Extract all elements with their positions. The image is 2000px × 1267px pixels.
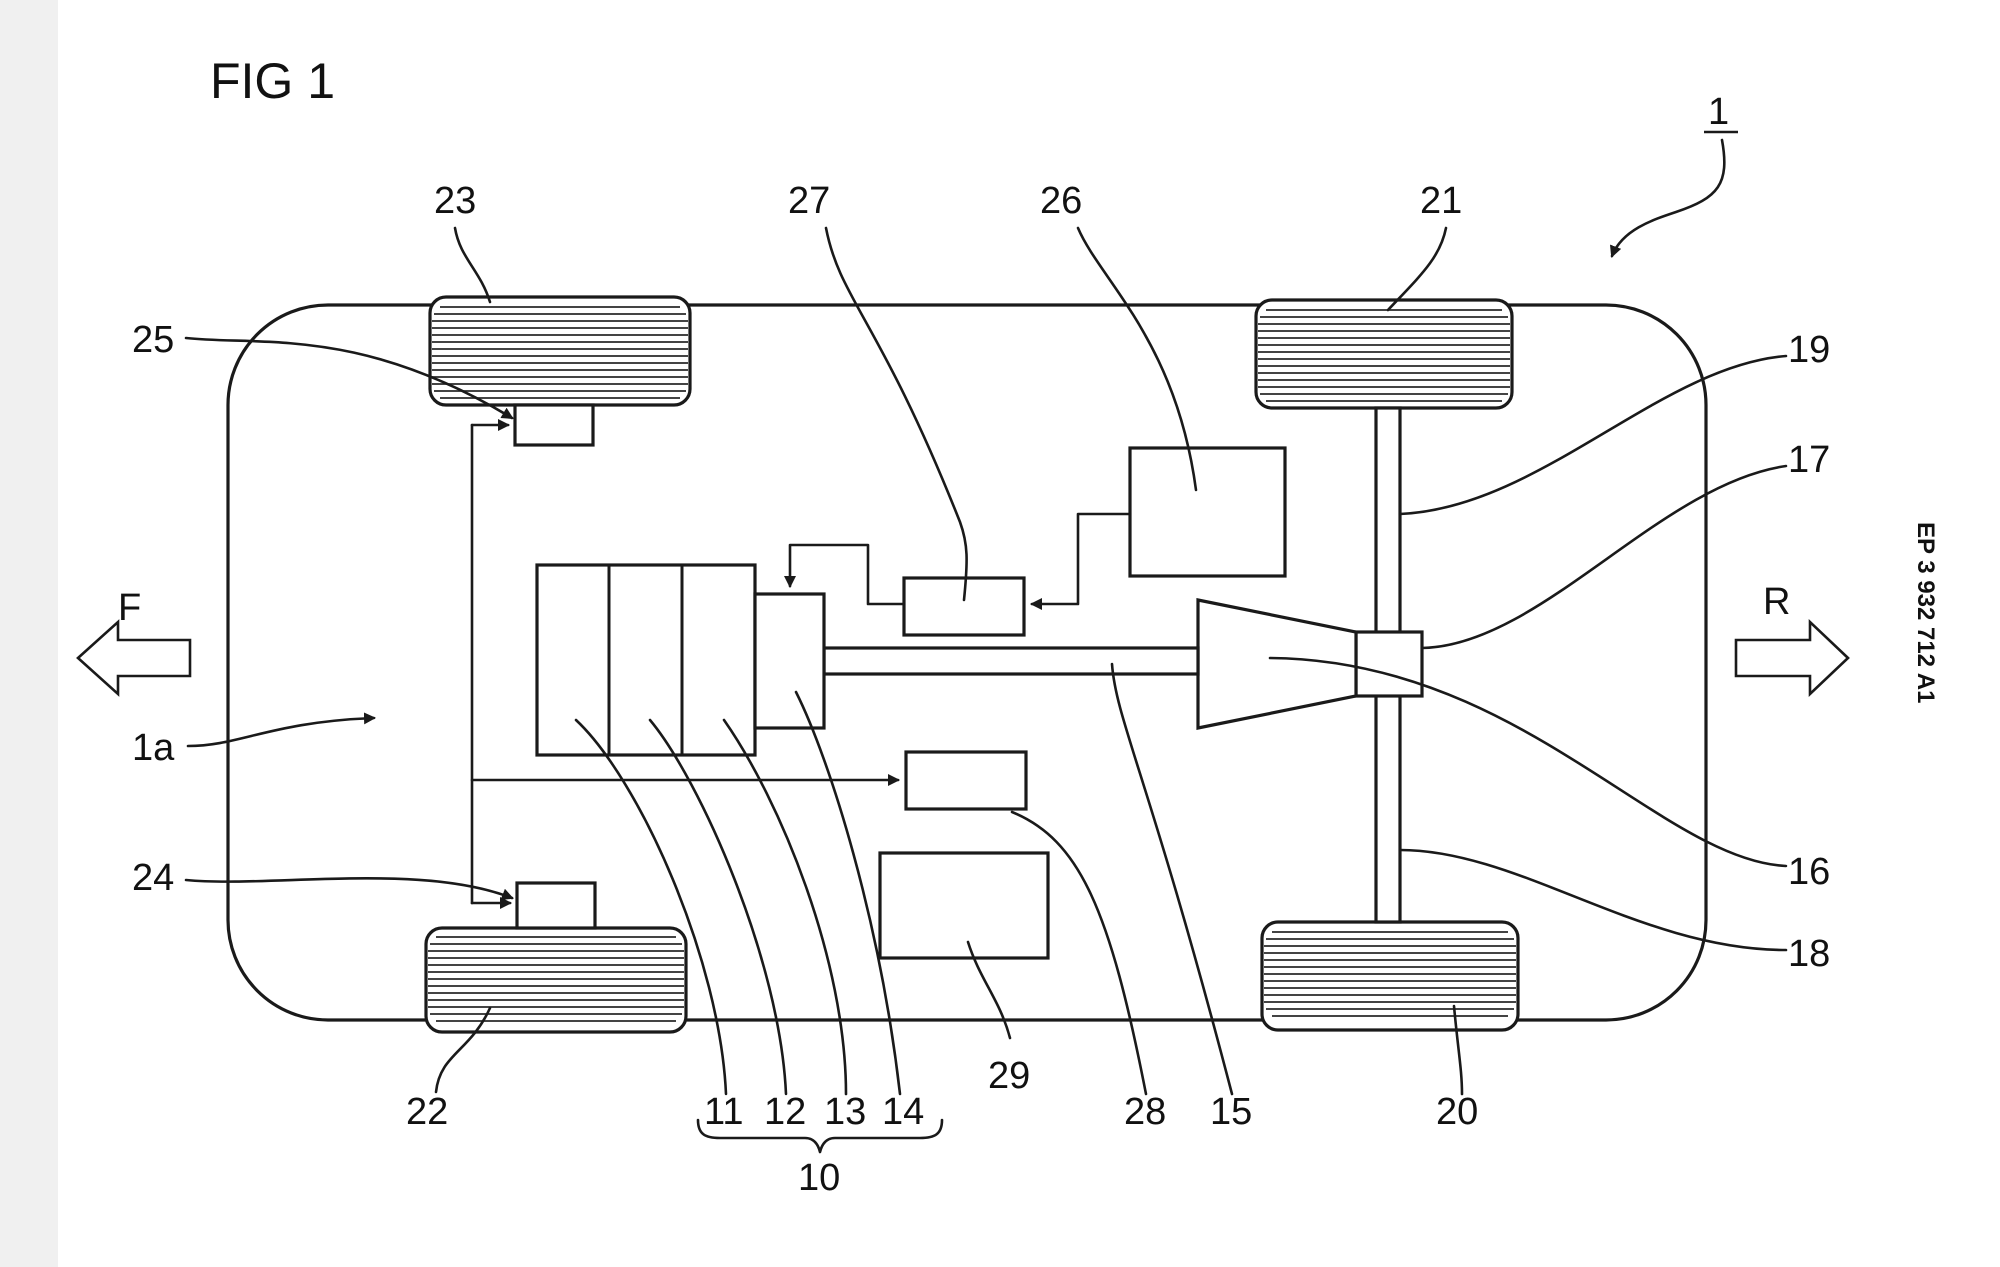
component-26 (1128, 446, 1287, 578)
leader-lines (184, 226, 1788, 1096)
signal-lines (470, 419, 1132, 909)
ref-label-18: 18 (1788, 933, 1830, 975)
differential-17 (1354, 630, 1424, 698)
group-10-brace (696, 1118, 944, 1154)
ref-label-14: 14 (882, 1091, 924, 1133)
direction-front-label: F (118, 587, 141, 629)
wheel-22 (424, 926, 688, 1034)
ref-label-22: 22 (406, 1091, 448, 1133)
wheel-21 (1254, 298, 1514, 410)
leader-1 (1609, 138, 1726, 258)
front-direction-arrow (76, 619, 192, 697)
component-28 (904, 750, 1028, 811)
leader-1a (186, 712, 376, 748)
ref-label-24: 24 (132, 857, 174, 899)
ref-label-26: 26 (1040, 180, 1082, 222)
ref-label-10: 10 (798, 1157, 840, 1199)
sensor-24 (515, 881, 597, 930)
left-margin-strip (0, 0, 58, 1267)
figure-title: FIG 1 (210, 53, 335, 109)
rear-direction-arrow (1734, 618, 1850, 698)
ref-label-17: 17 (1788, 439, 1830, 481)
publication-number: EP 3 932 712 A1 (1912, 522, 1939, 703)
ref-label-29: 29 (988, 1055, 1030, 1097)
wheel-23 (428, 295, 692, 407)
wheel-20 (1260, 920, 1520, 1032)
drive-shaft-15 (822, 646, 1200, 676)
ref-label-19: 19 (1788, 329, 1830, 371)
ref-label-28: 28 (1124, 1091, 1166, 1133)
reduction-gear-16 (1196, 598, 1358, 730)
ref-label-20: 20 (1436, 1091, 1478, 1133)
sensor-25 (513, 403, 595, 447)
ref-label-13: 13 (824, 1091, 866, 1133)
ref-label-1: 1 (1708, 91, 1729, 133)
ref-label-1a: 1a (132, 727, 175, 769)
ref-label-27: 27 (788, 180, 830, 222)
ref-label-21: 21 (1420, 180, 1462, 222)
drive-unit-block (535, 563, 757, 757)
ref-label-25: 25 (132, 319, 174, 361)
ref-label-11: 11 (704, 1091, 743, 1133)
ref-label-23: 23 (434, 180, 476, 222)
ref-label-12: 12 (764, 1091, 806, 1133)
component-29 (878, 851, 1050, 960)
block-14 (753, 592, 826, 730)
ref-label-16: 16 (1788, 851, 1830, 893)
ref-label-15: 15 (1210, 1091, 1252, 1133)
direction-rear-label: R (1763, 581, 1790, 623)
